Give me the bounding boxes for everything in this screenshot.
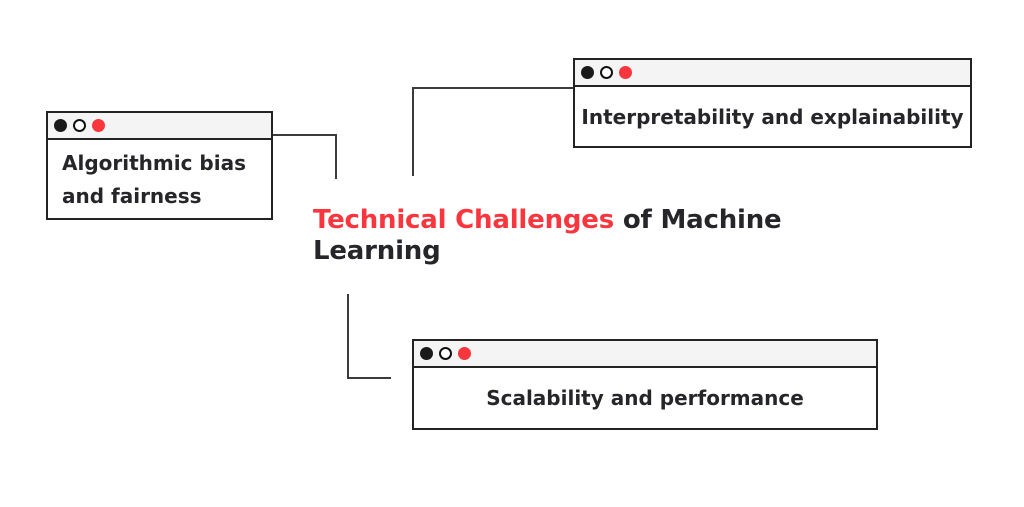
window-dot-white-icon: [600, 66, 613, 79]
window-titlebar: [414, 341, 876, 368]
window-dot-black-icon: [54, 119, 67, 132]
page-title-line2: Learning: [313, 236, 441, 266]
window-titlebar: [575, 60, 970, 87]
window-dot-white-icon: [439, 347, 452, 360]
window-dot-black-icon: [581, 66, 594, 79]
node-label: Interpretability and explainability: [581, 104, 964, 129]
page-title-highlight: Technical Challenges: [313, 205, 615, 235]
connector-title-to-topright: [412, 87, 573, 176]
window-titlebar: [48, 113, 271, 140]
connector-title-to-bottom: [347, 294, 391, 379]
window-dot-black-icon: [420, 347, 433, 360]
page-title: Technical Challenges of Machine Learning: [313, 205, 803, 267]
page-title-rest: of Machine: [614, 205, 782, 235]
node-label: Algorithmic bias and fairness: [62, 151, 246, 208]
node-scalability: Scalability and performance: [412, 339, 878, 430]
node-algorithmic-bias: Algorithmic bias and fairness: [46, 111, 273, 220]
window-dot-red-icon: [458, 347, 471, 360]
node-interpretability: Interpretability and explainability: [573, 58, 972, 148]
window-dot-white-icon: [73, 119, 86, 132]
window-dot-red-icon: [92, 119, 105, 132]
node-label: Scalability and performance: [486, 386, 804, 410]
connector-left-to-title: [273, 134, 337, 179]
window-dot-red-icon: [619, 66, 632, 79]
